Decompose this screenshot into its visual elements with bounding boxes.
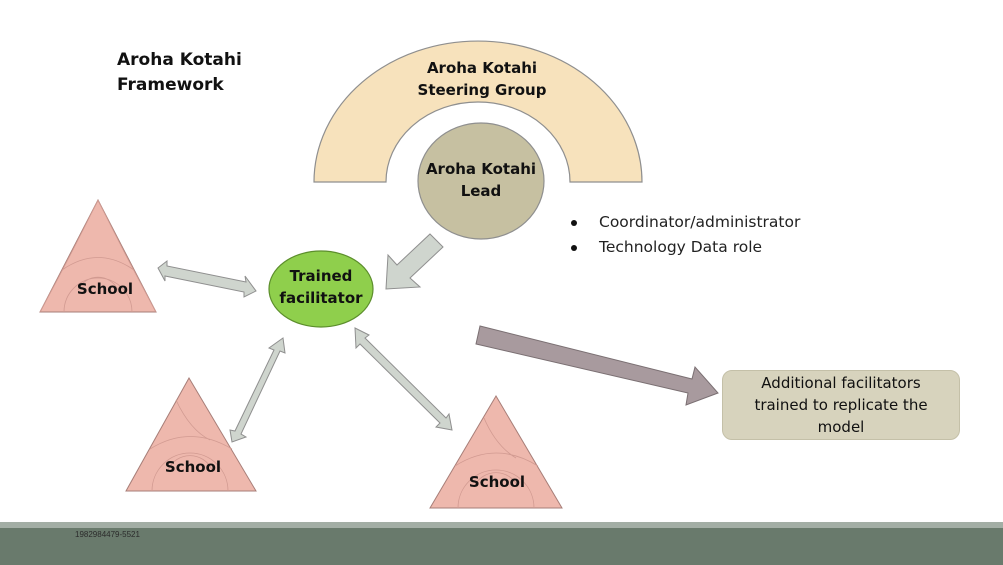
double-arrow-school-bottom-left [229,337,286,443]
steering-group-arch [313,40,643,183]
school-bottom-right [429,395,563,509]
arrow-to-additional-facilitators [475,325,719,406]
school-bottom-left [125,376,257,492]
school-label: School [468,473,526,491]
steering-group-label: Aroha Kotahi Steering Group [417,59,547,99]
additional-facilitators-label: Additional facilitators trained to repli… [754,374,928,436]
slide-id: 1982984479-5521 [75,530,140,539]
double-arrow-school-top-left [157,259,257,298]
lead-circle [417,122,545,240]
school-label: School [164,458,222,476]
lead-label: Aroha Kotahi Lead [425,160,537,200]
facilitator-ellipse [268,250,374,328]
arrow-lead-to-facilitator [385,233,444,290]
page-title: Aroha Kotahi Framework [117,50,242,95]
double-arrow-school-bottom-right [354,327,453,431]
lead-role-list: Coordinator/administrator Technology Dat… [570,210,800,260]
school-label: School [76,280,134,298]
additional-facilitators-box: Additional facilitators trained to repli… [722,370,960,440]
school-top-left [39,198,157,313]
lead-role-item: Technology Data role [570,235,800,260]
lead-role-item: Coordinator/administrator [570,210,800,235]
footer-bar: 1982984479-5521 [0,522,1003,565]
facilitator-label: Trained facilitator [279,267,363,307]
